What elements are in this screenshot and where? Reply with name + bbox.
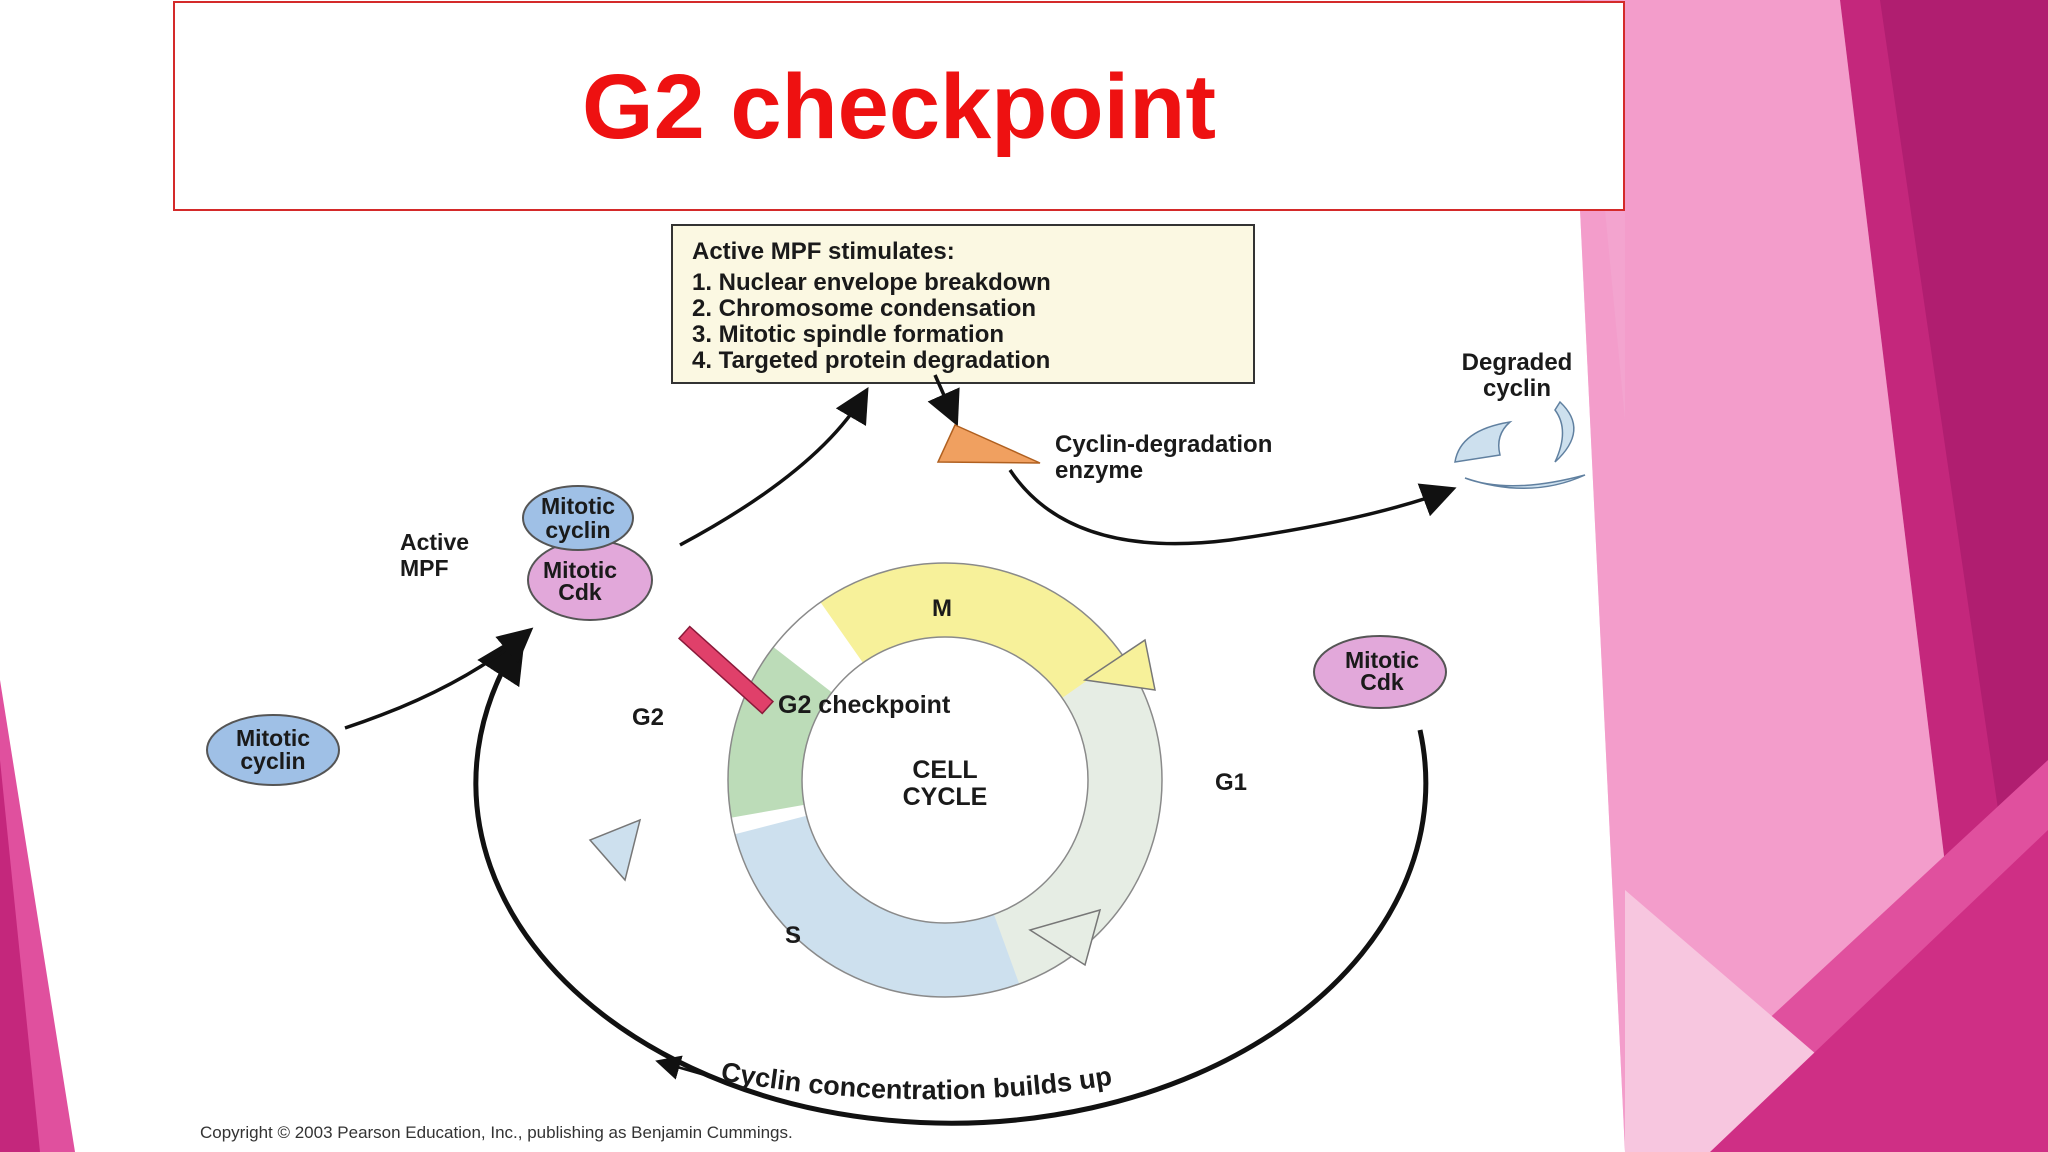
- phase-g2-segment: [727, 562, 1163, 998]
- mpf-to-box-arrow: [679, 386, 869, 547]
- cell-cycle-label: CYCLE: [903, 783, 988, 811]
- cyclin-binding-arrow: [344, 627, 534, 730]
- svg-text:Cdk: Cdk: [1360, 669, 1404, 695]
- phase-label-m: M: [932, 595, 952, 622]
- degraded-cyclin-fragments: [1454, 400, 1586, 489]
- svg-text:cyclin: cyclin: [545, 517, 610, 543]
- degraded-cyclin-label: Degraded: [1462, 349, 1573, 376]
- g2-checkpoint-label: G2 checkpoint: [778, 691, 951, 719]
- stimulates-item: 3. Mitotic spindle formation: [692, 321, 1004, 348]
- active-mpf-label: MPF: [400, 555, 449, 581]
- enzyme-label: Cyclin-degradation: [1055, 431, 1272, 458]
- g2-checkpoint-bar: [677, 625, 775, 715]
- box-to-enzyme-arrow: [927, 374, 960, 427]
- free-mitotic-cdk: Mitotic Cdk: [1313, 635, 1447, 709]
- mpf-stimulates-box: Active MPF stimulates: 1. Nuclear envelo…: [671, 224, 1255, 384]
- phase-label-g2: G2: [632, 704, 664, 731]
- mitotic-cyclin-shape: [522, 485, 634, 551]
- active-mpf-complex: Mitotic cyclin Mitotic Cdk: [522, 485, 653, 621]
- phase-label-g1: G1: [1215, 769, 1247, 796]
- svg-text:cyclin: cyclin: [240, 748, 305, 774]
- svg-text:Cdk: Cdk: [558, 579, 602, 605]
- svg-text:Mitotic: Mitotic: [541, 493, 615, 519]
- cell-cycle-ring: [588, 562, 1163, 998]
- phase-label-s: S: [785, 922, 801, 949]
- stimulates-heading: Active MPF stimulates:: [692, 238, 955, 265]
- buildup-arrow: [655, 1055, 706, 1080]
- stimulates-item: 1. Nuclear envelope breakdown: [692, 269, 1051, 296]
- svg-text:Mitotic: Mitotic: [543, 557, 617, 583]
- cell-cycle-label: CELL: [912, 756, 977, 784]
- stimulates-item: 2. Chromosome condensation: [692, 295, 1036, 322]
- enzyme-label: enzyme: [1055, 457, 1143, 484]
- title-box: G2 checkpoint: [173, 1, 1625, 211]
- active-mpf-label: Active: [400, 529, 469, 555]
- svg-text:Mitotic: Mitotic: [236, 725, 310, 751]
- degradation-arrow: [1008, 469, 1457, 546]
- slide-title: G2 checkpoint: [582, 56, 1216, 158]
- copyright-text: Copyright © 2003 Pearson Education, Inc.…: [200, 1123, 793, 1142]
- free-mitotic-cyclin: Mitotic cyclin: [206, 714, 340, 786]
- outer-cycle-arrow: [473, 631, 1429, 1126]
- degraded-cyclin-label: cyclin: [1483, 375, 1551, 402]
- svg-text:Mitotic: Mitotic: [1345, 647, 1419, 673]
- stimulates-item: 4. Targeted protein degradation: [692, 347, 1050, 374]
- enzyme-wedge: [936, 424, 1041, 464]
- phase-s-segment: [727, 562, 1163, 998]
